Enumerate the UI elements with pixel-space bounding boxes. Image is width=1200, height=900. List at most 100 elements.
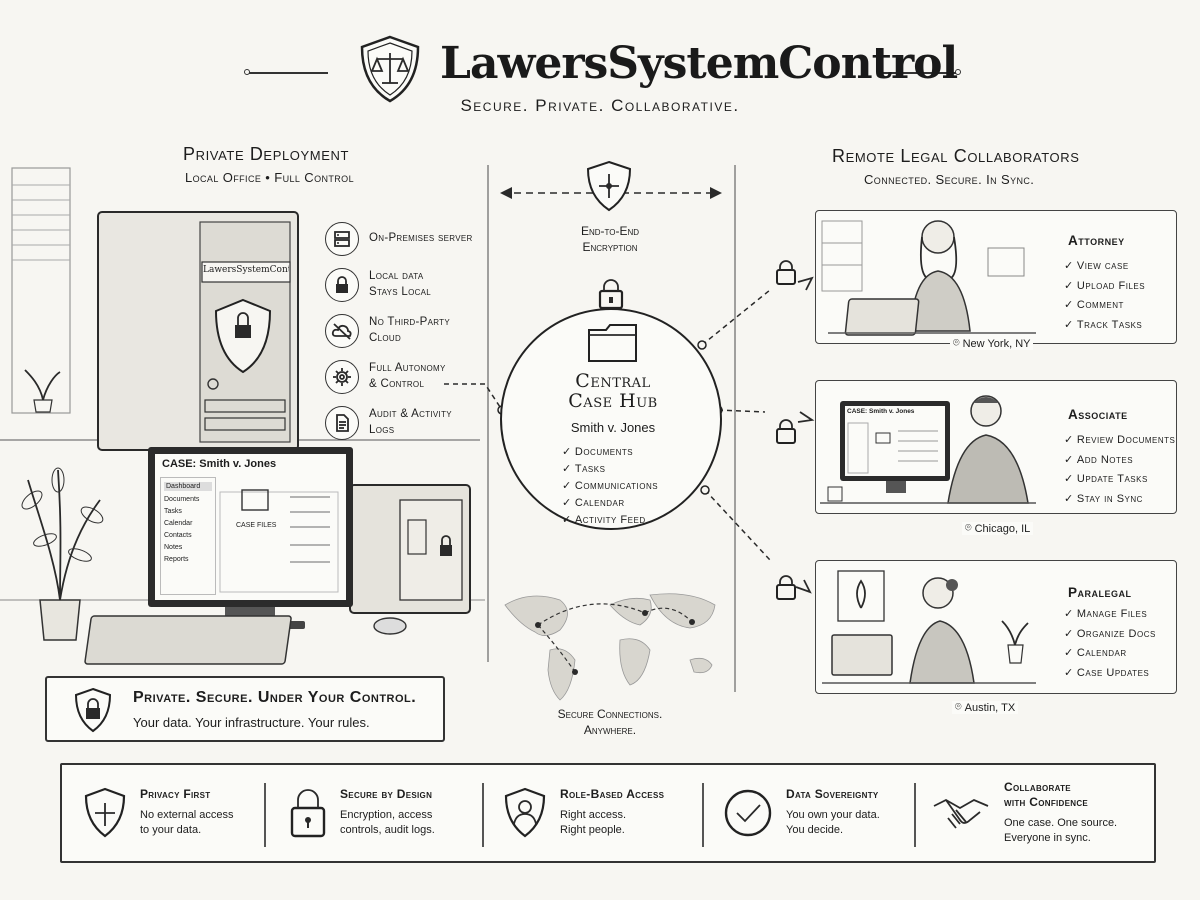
remote-collaborators-subtitle: Connected. Secure. In Sync.	[864, 172, 1035, 187]
feature-label: No Third-Party Cloud	[369, 316, 450, 344]
benefit-desc: Right access. Right people.	[560, 808, 627, 837]
shield-icon	[84, 787, 126, 838]
role-name: Paralegal	[1068, 585, 1132, 600]
server-label: LawersSystemControl	[203, 265, 289, 275]
hub-case-name: Smith v. Jones	[570, 420, 656, 435]
role-task: ✓ Comment	[1064, 299, 1124, 311]
private-deployment-title: Private Deployment	[183, 144, 350, 164]
feature-label: Local data Stays Local	[369, 270, 432, 298]
role-task-list: ✓ Review Documents ✓ Add Notes ✓ Update …	[1064, 431, 1175, 509]
app-tagline: Secure. Private. Collaborative.	[460, 96, 740, 115]
feature-audit-logs: Audit & Activity Logs	[325, 406, 473, 440]
header-rule-right-dot	[955, 69, 961, 75]
feature-no-cloud: No Third-Party Cloud	[325, 314, 473, 348]
role-task: ✓ Organize Docs	[1064, 627, 1156, 640]
benefit-desc: One case. One source. Everyone in sync.	[1004, 816, 1118, 845]
associate-illustration	[820, 395, 1036, 504]
hub-item: ✓ Activity Feed	[562, 514, 646, 526]
role-task: ✓ View case	[1064, 260, 1129, 272]
feature-label: Full Autonomy & Control	[369, 362, 446, 390]
feature-autonomy: Full Autonomy & Control	[325, 360, 473, 394]
feature-label: Audit & Activity Logs	[369, 408, 452, 436]
header-rule-left	[248, 72, 328, 74]
hub-lock-icon	[598, 279, 624, 310]
paralegal-illustration	[822, 570, 1036, 684]
cloud-off-icon	[325, 314, 359, 348]
role-name: Associate	[1068, 407, 1128, 422]
benefit-title: Privacy First	[140, 787, 211, 802]
benefit-desc: You own your data. You decide.	[786, 808, 880, 837]
feature-list: On-Premises server Local data Stays Loca…	[325, 222, 473, 440]
role-name: Attorney	[1068, 233, 1125, 248]
feature-label: On-Premises server	[369, 232, 473, 245]
connection-lock-icon	[776, 575, 796, 600]
role-task: ✓ Update Tasks	[1064, 473, 1148, 485]
private-secure-banner: Private. Secure. Under Your Control. You…	[45, 676, 445, 742]
monitor-sidebar-item: Reports	[164, 556, 189, 563]
header-rule-left-dot	[244, 69, 250, 75]
monitor-sidebar-item: Calendar	[164, 520, 193, 527]
location-pin-icon: ⌾	[955, 701, 962, 713]
role-task-list: ✓ Manage Files ✓ Organize Docs ✓ Calenda…	[1064, 605, 1156, 683]
check-circle-icon	[724, 789, 772, 837]
benefits-footer: Privacy First No external access to your …	[60, 763, 1156, 863]
location-pin-icon: ⌾	[965, 522, 972, 534]
central-case-hub: Central Case Hub Smith v. Jones ✓ Docume…	[500, 308, 722, 530]
location-pin-icon: ⌾	[953, 337, 960, 349]
role-task: ✓ Manage Files	[1064, 608, 1148, 620]
attorney-illustration	[821, 220, 1036, 336]
banner-text: Your data. Your infrastructure. Your rul…	[133, 715, 370, 730]
role-task: ✓ Case Updates	[1064, 666, 1150, 679]
monitor-sidebar-item: Dashboard	[164, 482, 212, 491]
monitor-sidebar-item: Tasks	[164, 508, 182, 515]
encryption-label: End-to-End Encryption	[580, 224, 640, 255]
hub-item: ✓ Communications	[562, 480, 659, 492]
monitor-sidebar-item: Documents	[164, 496, 200, 503]
role-location: ⌾ Chicago, IL	[962, 522, 1034, 535]
associate-screen-title: CASE: Smith v. Jones	[847, 408, 915, 415]
gear-icon	[325, 360, 359, 394]
benefit-title: Data Sovereignty	[786, 787, 879, 802]
benefit-title: Collaborate with Confidence	[1004, 779, 1089, 810]
shield-lock-icon	[74, 687, 112, 733]
role-task: ✓ Calendar	[1064, 647, 1127, 659]
benefit-desc: No external access to your data.	[140, 808, 234, 837]
monitor-sidebar-item: Notes	[164, 544, 183, 551]
role-card-attorney: Attorney ✓ View case ✓ Upload Files ✓ Co…	[815, 210, 1177, 350]
lock-icon	[325, 268, 359, 302]
benefit-title: Role-Based Access	[560, 787, 665, 802]
role-card-paralegal: Paralegal ✓ Manage Files ✓ Organize Docs…	[815, 560, 1177, 714]
hub-item-list: ✓ Documents ✓ Tasks ✓ Communications ✓ C…	[562, 444, 658, 529]
encryption-shield-icon	[586, 160, 632, 212]
role-task: ✓ Add Notes	[1064, 453, 1134, 466]
footer-divider	[914, 783, 916, 847]
scales-of-justice-shield-icon	[360, 35, 420, 103]
document-icon	[325, 406, 359, 440]
role-task: ✓ Upload Files	[1064, 279, 1146, 292]
server-icon	[325, 222, 359, 256]
folder-icon	[588, 324, 637, 362]
feature-on-premises: On-Premises server	[325, 222, 473, 256]
app-title: LawersSystemControl	[440, 38, 958, 89]
remote-collaborators-title: Remote Legal Collaborators	[832, 146, 1080, 166]
role-location: ⌾ New York, NY	[950, 337, 1034, 350]
feature-local-data: Local data Stays Local	[325, 268, 473, 302]
monitor-folder-label: CASE FILES	[236, 522, 277, 529]
role-location: ⌾ Austin, TX	[952, 701, 1019, 714]
banner-headline: Private. Secure. Under Your Control.	[133, 689, 417, 706]
role-task-list: ✓ View case ✓ Upload Files ✓ Comment ✓ T…	[1064, 257, 1145, 335]
private-deployment-subtitle: Local Office • Full Control	[185, 170, 354, 185]
role-task: ✓ Stay in Sync	[1064, 492, 1143, 505]
hub-item: ✓ Tasks	[562, 463, 606, 475]
hub-title: Central Case Hub	[568, 370, 658, 412]
benefit-title: Secure by Design	[340, 787, 433, 802]
person-shield-icon	[504, 787, 546, 838]
benefit-privacy-first: Privacy First No external access to your …	[82, 765, 262, 861]
map-caption: Secure Connections. Anywhere.	[557, 707, 663, 738]
footer-divider	[482, 783, 484, 847]
role-task: ✓ Track Tasks	[1064, 318, 1143, 331]
